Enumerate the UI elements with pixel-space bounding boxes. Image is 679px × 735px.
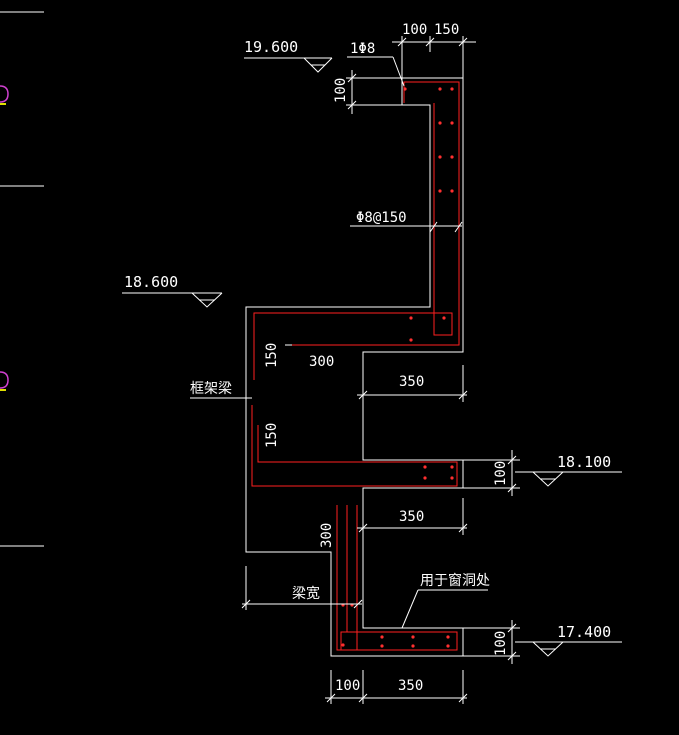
top-bar-label: 1Φ8 (350, 41, 375, 57)
window-opening-label: 用于窗洞处 (420, 572, 490, 589)
dim-mid-150-a: 150 (264, 343, 280, 368)
elevation-marker-18100: 18.100 (515, 453, 622, 487)
dim-top-100: 100 (402, 22, 427, 38)
elevation-marker-18600: 18.600 (122, 273, 223, 308)
elevation-marker-19600: 19.600 (244, 38, 333, 73)
dimension-top: 100 150 (392, 22, 476, 78)
frame-beam-leader: 框架梁 (190, 381, 252, 399)
dim-bottom-100: 100 (335, 678, 360, 694)
elevation-label-18100: 18.100 (557, 453, 611, 471)
dim-right-100-a: 100 (493, 461, 509, 486)
frame-beam-label: 框架梁 (190, 381, 232, 397)
elevation-label-19600: 19.600 (244, 38, 298, 56)
beam-width-label: 梁宽 (292, 585, 320, 602)
left-edge-fragments (0, 11, 44, 547)
elevation-label-18600: 18.600 (124, 273, 178, 291)
elevation-label-17400: 17.400 (557, 623, 611, 641)
stirrup-leader: Φ8@150 (350, 210, 463, 233)
rebar (251, 81, 460, 651)
dim-mid-350-a: 350 (399, 374, 424, 390)
dim-right-100-b: 100 (493, 631, 509, 656)
rebar-dots (341, 87, 454, 648)
dim-bottom-350: 350 (398, 678, 423, 694)
top-bar-leader: 1Φ8 (347, 41, 405, 87)
dimension-right-b: 100 (463, 620, 520, 664)
elevation-marker-17400: 17.400 (515, 623, 622, 657)
stirrup-label: Φ8@150 (356, 210, 407, 226)
window-opening-leader: 用于窗洞处 (401, 572, 490, 629)
beam-width-dimension: 梁宽 (241, 566, 363, 610)
dimension-lower: 350 300 (319, 498, 468, 548)
dim-mid-300: 300 (309, 354, 334, 370)
dimension-bottom: 100 350 (325, 670, 468, 704)
dim-hook-100: 100 (333, 78, 349, 103)
dim-mid-350-b: 350 (399, 509, 424, 525)
dimension-hook: 100 (333, 70, 402, 114)
dimension-right-a: 100 (463, 450, 520, 496)
dim-top-150: 150 (434, 22, 459, 38)
dim-low-300: 300 (319, 523, 335, 548)
dim-mid-150-b: 150 (264, 423, 280, 448)
dimension-middle: 300 150 350 150 (264, 343, 468, 448)
